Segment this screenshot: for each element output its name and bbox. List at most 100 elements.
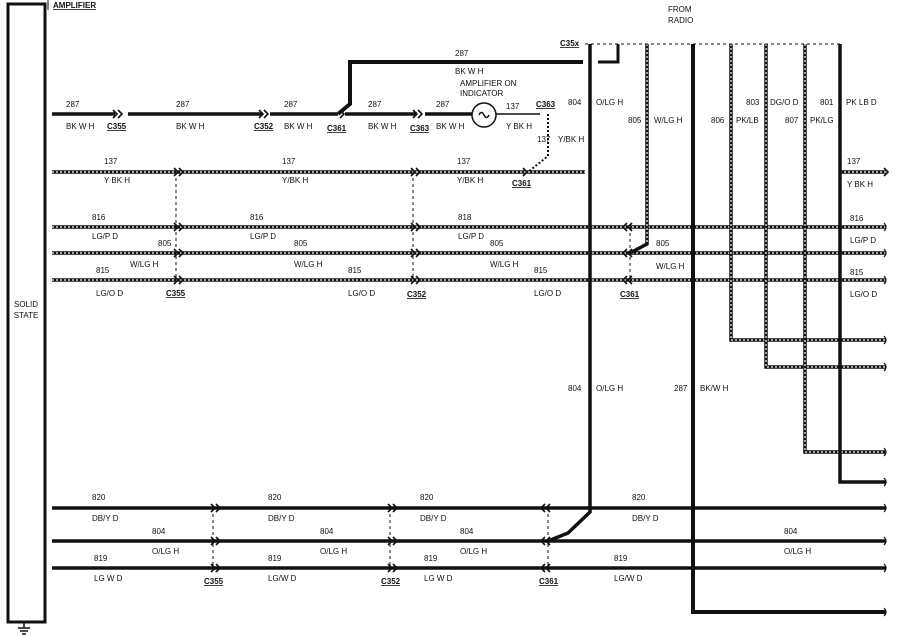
w815-color-1: LG/O D [96,289,123,298]
w287-circuit-5: 287 [436,100,450,109]
w806-color: PK/LB [736,116,759,125]
w819-circuit-4: 819 [614,554,628,563]
w804-color-2: O/LG H [320,547,347,556]
w805-circuit-2: 805 [294,239,308,248]
from-radio-line2: RADIO [668,16,693,25]
w815-color-2: LG/O D [348,289,375,298]
c355-label-1: C355 [107,122,127,131]
indicator-line1: AMPLIFIER ON [460,79,517,88]
w820-circuit-3: 820 [420,493,434,502]
connector-chevrons [112,109,890,573]
w805-circuit-1: 805 [158,239,172,248]
w137-circuit-lamp: 137 [506,102,520,111]
w804-color-1: O/LG H [152,547,179,556]
w137-color-3: Y/BK H [457,176,483,185]
w820-color-2: DB/Y D [268,514,295,523]
w804-color-radio-mid: O/LG H [596,384,623,393]
c352-label-3: C352 [381,577,401,586]
w137-color-lamp: Y BK H [506,122,532,131]
w819-color-1: LG W D [94,574,123,583]
wires-816-805-815 [52,225,886,282]
c361-label-3: C361 [620,290,640,299]
w287-circuit-top: 287 [455,49,469,58]
w819-color-4: LG/W D [614,574,643,583]
w819-circuit-2: 819 [268,554,282,563]
w807-color: PK/LG [810,116,834,125]
c361-label-1: C361 [327,124,347,133]
w287-circuit-2: 287 [176,100,190,109]
lamp-icon [471,102,497,128]
c355-label-2: C355 [166,289,186,298]
w137-circuit-3: 137 [457,157,471,166]
w819-circuit-3: 819 [424,554,438,563]
c361-label-2: C361 [512,179,532,188]
c352-label-2: C352 [407,290,427,299]
w820-circuit-4: 820 [632,493,646,502]
w287-circuit-radio: 287 [674,384,688,393]
w820-color-1: DB/Y D [92,514,119,523]
w805-color-1: W/LG H [130,260,159,269]
w816-color-3: LG/P D [458,232,484,241]
c363-label-1: C363 [410,124,430,133]
w287-color-3: BK W H [284,122,313,131]
w805-circuit-radio: 805 [628,116,642,125]
w819-circuit-1: 819 [94,554,108,563]
from-radio-line1: FROM [668,5,692,14]
w804-color-4: O/LG H [784,547,811,556]
w820-color-3: DB/Y D [420,514,447,523]
w816-circuit-2: 816 [250,213,264,222]
radio-feed-wires [547,43,886,614]
wires-820-804-819 [52,506,886,570]
w805-color-4: W/LG H [656,262,685,271]
w815-circuit-3: 815 [534,266,548,275]
w137-circuit-right: 137 [847,157,861,166]
wire-287 [52,60,583,116]
w801-color: PK LB D [846,98,877,107]
w815-color-right: LG/O D [850,290,877,299]
module-name-line2: STATE [14,311,39,320]
w287-color-4: BK W H [368,122,397,131]
w804-circuit-3: 804 [460,527,474,536]
w820-circuit-1: 820 [92,493,106,502]
c361-label-4: C361 [539,577,559,586]
w137-color-2: Y/BK H [282,176,308,185]
w804-circuit-4: 804 [784,527,798,536]
amplifier-label: AMPLIFIER [53,1,96,10]
w805-color-3: W/LG H [490,260,519,269]
w287-color-top: BK W H [455,67,484,76]
w137-circuit-2: 137 [282,157,296,166]
w815-circuit-right: 815 [850,268,864,277]
w137-circuit-vert: 137 [537,135,551,144]
w804-circuit-1: 804 [152,527,166,536]
w820-circuit-2: 820 [268,493,282,502]
c363-right-label: C363 [536,100,556,109]
c35x-label: C35x [560,39,580,48]
w804-circuit-2: 804 [320,527,334,536]
w815-circuit-2: 815 [348,266,362,275]
w819-color-2: LG/W D [268,574,297,583]
w137-drop [527,114,549,173]
w805-color-2: W/LG H [294,260,323,269]
c352-label-1: C352 [254,122,274,131]
w137-circuit-1: 137 [104,157,118,166]
w804-color-3: O/LG H [460,547,487,556]
w287-color-1: BK W H [66,122,95,131]
ground-icon [18,622,30,635]
w805-circuit-3: 805 [490,239,504,248]
w287-color-radio: BK/W H [700,384,729,393]
w816-circuit-1: 816 [92,213,106,222]
w818-circuit: 818 [458,213,472,222]
w806-circuit: 806 [711,116,725,125]
w819-color-3: LG W D [424,574,453,583]
w803-circuit: 803 [746,98,760,107]
w287-circuit-3: 287 [284,100,298,109]
w816-color-2: LG/P D [250,232,276,241]
w805-color-radio: W/LG H [654,116,683,125]
w815-circuit-1: 815 [96,266,110,275]
w137-color-right: Y BK H [847,180,873,189]
w804-color-radio-top: O/LG H [596,98,623,107]
w287-color-2: BK W H [176,122,205,131]
w287-color-5: BK W H [436,122,465,131]
w805-circuit-4: 805 [656,239,670,248]
